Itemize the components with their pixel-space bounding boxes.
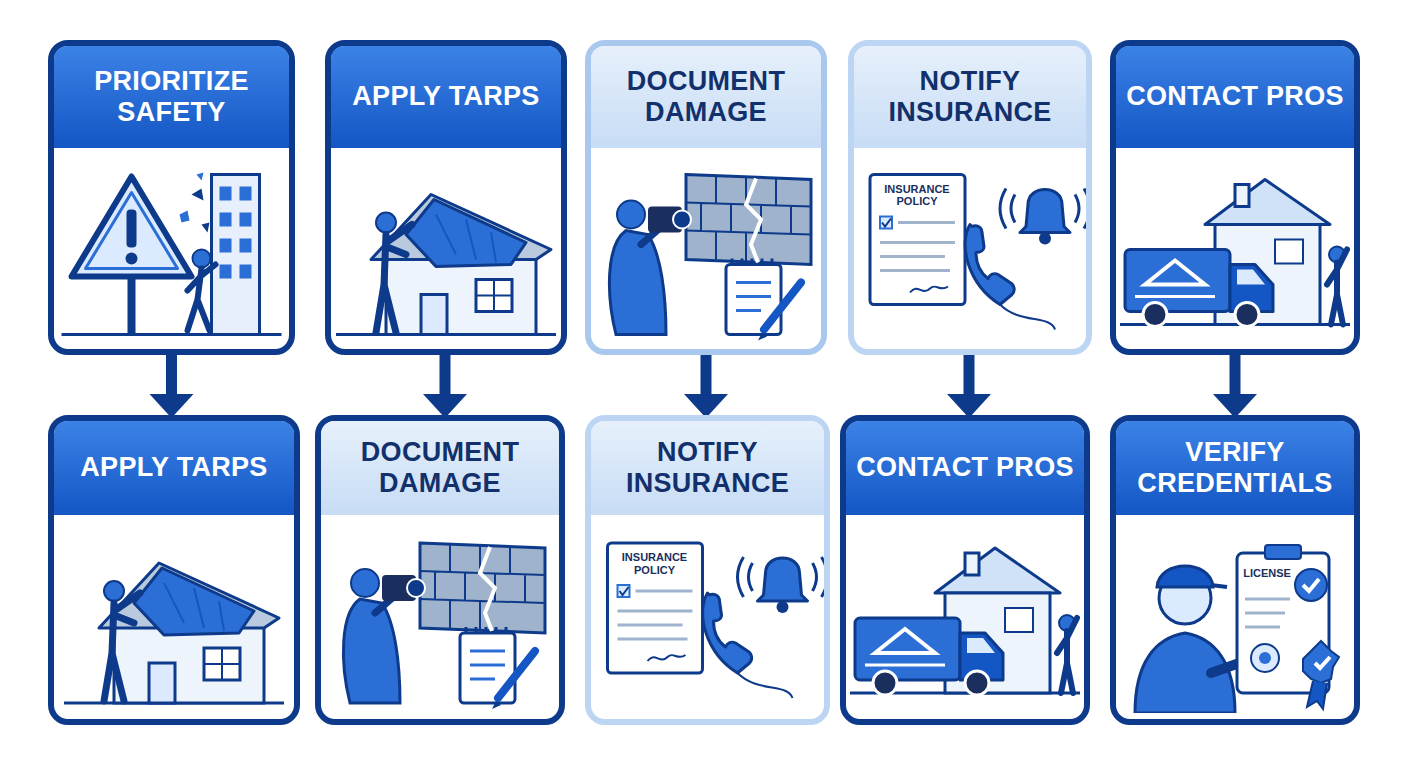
card-ground	[318, 418, 562, 722]
step-illustration	[608, 543, 828, 698]
step-title: CONTACT PROS	[856, 452, 1074, 483]
card-header: CONTACT PROS	[846, 421, 1084, 515]
step-title: DOCUMENT DAMAGE	[331, 437, 549, 499]
step-card: CONTACT PROS	[1110, 40, 1360, 355]
step-illustration	[62, 173, 282, 335]
document-label: INSURANCE POLICY	[614, 551, 696, 576]
step-card: APPLY TARPS	[325, 40, 567, 355]
step-title: APPLY TARPS	[80, 452, 267, 483]
card-ground	[51, 43, 292, 352]
step-card: APPLY TARPS	[48, 415, 300, 725]
document-label: INSURANCE POLICY	[876, 183, 958, 208]
step-title: APPLY TARPS	[352, 81, 539, 112]
card-ground	[851, 43, 1089, 352]
step-card: VERIFY CREDENTIALS	[1110, 415, 1360, 725]
step-card: DOCUMENT DAMAGE	[585, 40, 827, 355]
step-illustration	[870, 175, 1090, 330]
card-header: APPLY TARPS	[331, 46, 561, 148]
step-card: DOCUMENT DAMAGE	[315, 415, 565, 725]
card-ground	[1113, 418, 1357, 722]
step-title: NOTIFY INSURANCE	[864, 66, 1076, 128]
step-illustration	[609, 175, 811, 341]
card-ground	[588, 418, 827, 722]
step-illustration	[343, 543, 545, 709]
card-header: APPLY TARPS	[54, 421, 294, 515]
step-title: DOCUMENT DAMAGE	[601, 66, 811, 128]
card-header: PRIORITIZE SAFETY	[54, 46, 289, 148]
step-title: VERIFY CREDENTIALS	[1126, 437, 1344, 499]
step-illustration	[1135, 545, 1339, 713]
document-label: LICENSE	[1243, 567, 1291, 580]
step-title: CONTACT PROS	[1126, 81, 1344, 112]
flow-arrow	[1213, 352, 1257, 418]
card-ground	[588, 43, 824, 352]
flow-arrow	[947, 352, 991, 418]
step-card: CONTACT PROS	[840, 415, 1090, 725]
card-ground	[328, 43, 564, 352]
card-header: DOCUMENT DAMAGE	[591, 46, 821, 148]
step-illustration	[64, 563, 284, 703]
card-ground	[843, 418, 1087, 722]
card-ground	[51, 418, 297, 722]
card-ground	[1113, 43, 1357, 352]
card-header: NOTIFY INSURANCE	[591, 421, 824, 515]
card-header: CONTACT PROS	[1116, 46, 1354, 148]
flow-arrow	[150, 352, 194, 418]
step-illustration	[1120, 180, 1350, 327]
step-illustration	[336, 195, 556, 335]
step-illustration	[850, 548, 1080, 695]
card-header: DOCUMENT DAMAGE	[321, 421, 559, 515]
step-title: NOTIFY INSURANCE	[601, 437, 814, 499]
card-header: NOTIFY INSURANCE	[854, 46, 1086, 148]
step-card: PRIORITIZE SAFETY	[48, 40, 295, 355]
flow-arrow	[423, 352, 467, 418]
card-header: VERIFY CREDENTIALS	[1116, 421, 1354, 515]
step-title: PRIORITIZE SAFETY	[64, 66, 279, 128]
flow-arrow	[684, 352, 728, 418]
